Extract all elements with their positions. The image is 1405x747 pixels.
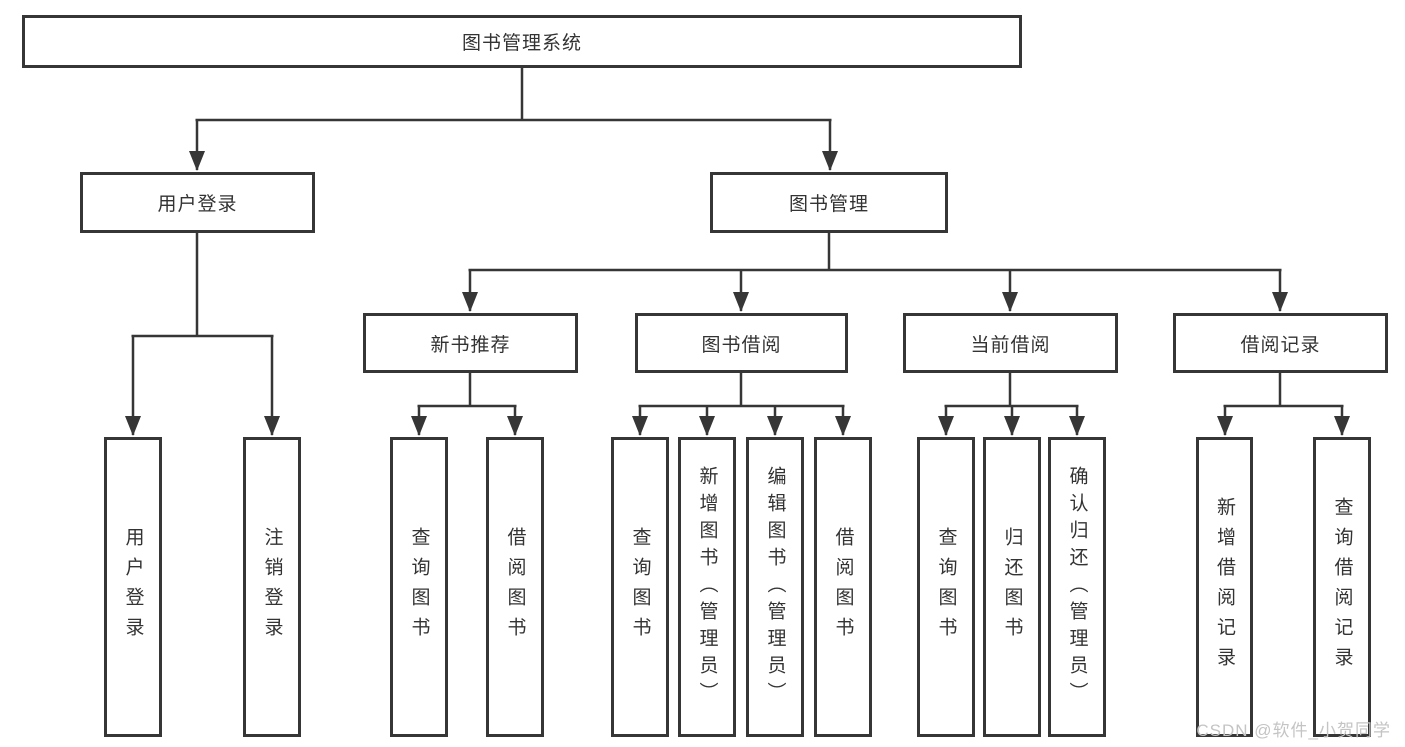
node-borrow-records: 借阅记录: [1173, 313, 1388, 373]
node-new-book-recommend: 新书推荐: [363, 313, 578, 373]
leaf-add-book-admin: 新增图书（管理员）: [678, 437, 736, 737]
leaf-user-login: 用户登录: [104, 437, 162, 737]
node-user-login: 用户登录: [80, 172, 315, 233]
leaf-query-books-2: 查询图书: [611, 437, 669, 737]
leaf-edit-book-admin: 编辑图书（管理员）: [746, 437, 804, 737]
node-current-borrow: 当前借阅: [903, 313, 1118, 373]
leaf-logout: 注销登录: [243, 437, 301, 737]
node-book-management: 图书管理: [710, 172, 948, 233]
leaf-confirm-return-admin: 确认归还（管理员）: [1048, 437, 1106, 737]
leaf-borrow-books-2: 借阅图书: [814, 437, 872, 737]
node-root: 图书管理系统: [22, 15, 1022, 68]
leaf-query-borrow-record: 查询借阅记录: [1313, 437, 1371, 737]
watermark: CSDN @软件_小贺同学: [1196, 721, 1391, 740]
leaf-add-borrow-record: 新增借阅记录: [1196, 437, 1253, 737]
node-book-borrow: 图书借阅: [635, 313, 848, 373]
leaf-query-books-3: 查询图书: [917, 437, 975, 737]
leaf-return-book: 归还图书: [983, 437, 1041, 737]
leaf-query-books-1: 查询图书: [390, 437, 448, 737]
leaf-borrow-books-1: 借阅图书: [486, 437, 544, 737]
